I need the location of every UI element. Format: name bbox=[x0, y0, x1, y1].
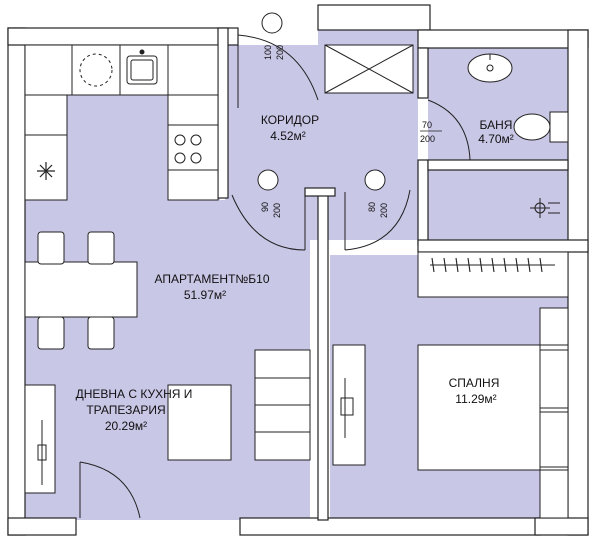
counter-left bbox=[24, 94, 68, 201]
wall-bottom-right bbox=[534, 517, 589, 536]
cooktop-icon bbox=[174, 134, 202, 164]
corridor-cabinet bbox=[324, 44, 414, 94]
bathroom-door-width: 70 bbox=[422, 120, 432, 130]
wall-left bbox=[7, 27, 26, 536]
bathroom-name: БАНЯ bbox=[480, 118, 513, 132]
wall-top-middle bbox=[317, 4, 431, 31]
wall-kitchen-corridor bbox=[217, 27, 229, 199]
corridor-name: КОРИДОР bbox=[261, 113, 319, 127]
kitchen-sink-icon bbox=[126, 55, 158, 85]
wall-bath-divider bbox=[427, 159, 569, 171]
kitchen bbox=[24, 44, 219, 201]
wall-bottom-left bbox=[7, 517, 77, 536]
counter-right bbox=[167, 94, 219, 201]
wall-top-left bbox=[7, 27, 239, 46]
living-room-floor bbox=[25, 45, 310, 520]
living-area: 20.29м² bbox=[105, 419, 147, 433]
corridor-area: 4.52м² bbox=[270, 129, 306, 143]
wall-right bbox=[567, 29, 589, 536]
pillow bbox=[539, 411, 569, 468]
tv-icon bbox=[340, 378, 354, 438]
chair-icon bbox=[87, 231, 115, 265]
door-markers bbox=[257, 12, 386, 191]
wardrobe bbox=[417, 251, 569, 298]
asterisk-icon bbox=[37, 162, 55, 180]
dining-set bbox=[24, 231, 138, 350]
toilet-tank bbox=[549, 111, 569, 143]
bedroom-area: 11.29м² bbox=[455, 392, 496, 406]
appliance-icon bbox=[79, 53, 113, 87]
chair-icon bbox=[37, 231, 65, 265]
bathroom-door-swing bbox=[427, 99, 471, 161]
door-marker-living bbox=[257, 169, 279, 191]
bedroom-name: СПАЛНЯ bbox=[449, 376, 500, 390]
bedroom-door-width: 80 bbox=[367, 202, 377, 212]
entrance-door-width: 100 bbox=[263, 45, 273, 60]
wall-living-bedroom bbox=[317, 189, 329, 521]
door-marker-bedroom bbox=[364, 169, 386, 191]
wall-corridor-bath-lower bbox=[417, 159, 429, 246]
door-marker-entrance bbox=[261, 12, 283, 34]
living-door-height: 200 bbox=[272, 203, 282, 218]
bathroom-area: 4.70м² bbox=[478, 132, 514, 146]
bedroom-tv-cabinet bbox=[332, 344, 366, 466]
apartment-title: АПАРТАМЕНТ№Б10 bbox=[155, 272, 270, 286]
chair-icon bbox=[37, 316, 65, 350]
tv-cabinet bbox=[24, 384, 56, 494]
living-name-line2: ТРАПЕЗАРИЯ bbox=[86, 403, 165, 417]
doors bbox=[79, 34, 471, 519]
bathroom-door-height: 200 bbox=[420, 134, 435, 144]
balcony-door-swing bbox=[79, 461, 141, 519]
shower-icon bbox=[530, 198, 560, 218]
living-door-swing bbox=[231, 194, 306, 251]
bathroom-fixtures bbox=[467, 53, 569, 218]
living-furniture bbox=[24, 349, 311, 494]
toilet-icon bbox=[513, 113, 551, 141]
apartment-area: 51.97м² bbox=[184, 288, 226, 302]
wall-bottom-middle bbox=[239, 517, 541, 536]
wall-stub-left bbox=[304, 187, 336, 197]
walls bbox=[7, 4, 589, 536]
living-door-width: 90 bbox=[260, 202, 270, 212]
pillow bbox=[539, 349, 569, 409]
bedroom-door-swing bbox=[344, 189, 411, 251]
coffee-table bbox=[167, 384, 232, 461]
nightstand bbox=[539, 469, 569, 519]
bedroom-furniture bbox=[332, 251, 569, 519]
wall-corridor-bath bbox=[417, 47, 429, 99]
entrance-door-height: 200 bbox=[275, 45, 285, 60]
counter-top bbox=[24, 44, 219, 96]
wall-top-right bbox=[417, 29, 589, 49]
nightstand bbox=[539, 307, 569, 346]
dining-table bbox=[24, 261, 138, 318]
tv-icon bbox=[37, 420, 47, 485]
entrance-door-swing bbox=[237, 34, 319, 101]
chair-icon bbox=[87, 316, 115, 350]
wall-bath-bottom bbox=[417, 239, 589, 253]
living-name-line1: ДНЕВНА С КУХНЯ И bbox=[76, 387, 193, 401]
bedroom-door-height: 200 bbox=[379, 203, 389, 218]
